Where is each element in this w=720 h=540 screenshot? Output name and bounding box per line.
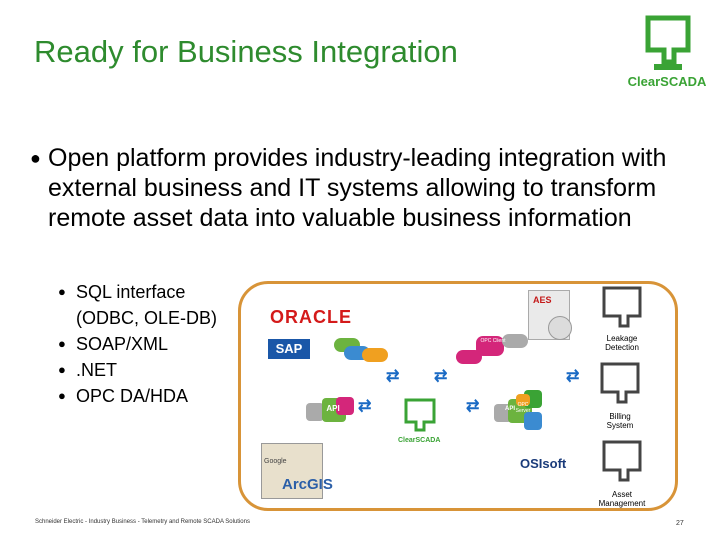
integration-diagram-frame — [238, 281, 678, 511]
opc-server-label: OPC Server — [515, 402, 531, 414]
sub-bullet-text: OPC DA/HDA — [76, 386, 189, 406]
hex-node-icon — [336, 397, 354, 415]
leakage-detection-icon — [602, 286, 642, 328]
bullet-dot-icon: ● — [30, 148, 41, 168]
arcgis-logo: ArcGIS — [282, 476, 333, 493]
cloud-icon — [456, 350, 482, 364]
clearscada-hub-icon — [404, 398, 436, 432]
sub-bullet-text: SOAP/XML — [76, 334, 169, 354]
sub-bullet-list: ● SQL interface (ODBC, OLE-DB) ● SOAP/XM… — [58, 279, 246, 409]
sap-logo: SAP — [268, 339, 310, 359]
aes-label: AES — [533, 295, 552, 305]
hex-node-icon — [306, 403, 324, 421]
api-right-label: API — [504, 406, 515, 412]
billing-system-icon — [600, 362, 640, 404]
arcgis-screenshot: Google — [261, 443, 323, 499]
billing-system-label: Billing System — [606, 412, 634, 430]
cloud-icon — [476, 336, 504, 356]
hex-node-icon — [524, 412, 542, 430]
disc-icon — [548, 316, 572, 340]
clearscada-logo-icon — [645, 15, 691, 70]
asset-management-label: Asset Management — [598, 490, 646, 508]
bullet-dot-icon: ● — [58, 388, 66, 403]
hex-node-icon — [494, 404, 512, 422]
bullet-dot-icon: ● — [58, 284, 66, 299]
asset-management-icon — [602, 440, 642, 482]
sub-bullet-item: ● SOAP/XML — [58, 331, 246, 357]
sync-arrow-icon: ⇄ — [566, 368, 580, 385]
sub-bullet-item: ● OPC DA/HDA — [58, 383, 246, 409]
sync-arrow-icon: ⇄ — [434, 368, 448, 385]
sync-arrow-icon: ⇄ — [466, 398, 480, 415]
cloud-icon — [502, 334, 528, 348]
opc-client-label: OPC Client — [480, 338, 506, 344]
main-bullet: ● Open platform provides industry-leadin… — [30, 143, 700, 233]
bullet-dot-icon: ● — [58, 362, 66, 377]
sync-arrow-icon: ⇄ — [386, 368, 400, 385]
main-bullet-text: Open platform provides industry-leading … — [48, 144, 667, 232]
cloud-icon — [362, 348, 388, 362]
api-left-label: API — [326, 404, 340, 413]
slide-title: Ready for Business Integration — [34, 34, 458, 69]
logo-text: ClearSCADA — [627, 74, 707, 89]
sub-bullet-text: .NET — [76, 360, 118, 380]
clearscada-logo: ClearSCADA — [624, 14, 710, 94]
hex-node-icon — [516, 394, 530, 406]
bullet-dot-icon: ● — [58, 336, 66, 351]
clearscada-hub-label: ClearSCADA — [398, 437, 441, 444]
sub-bullet-item: ● .NET — [58, 357, 246, 383]
osisoft-logo: OSIsoft — [520, 456, 567, 471]
page-number: 27 — [676, 520, 684, 527]
oracle-logo: ORACLE — [270, 307, 352, 327]
sub-bullet-item: ● SQL interface (ODBC, OLE-DB) — [58, 279, 246, 331]
google-label: Google — [264, 458, 287, 465]
sync-arrow-icon: ⇄ — [358, 398, 372, 415]
footer-text: Schneider Electric - Industry Business -… — [35, 519, 250, 525]
leakage-detection-label: Leakage Detection — [605, 334, 639, 352]
sub-bullet-text: SQL interface (ODBC, OLE-DB) — [76, 282, 218, 328]
